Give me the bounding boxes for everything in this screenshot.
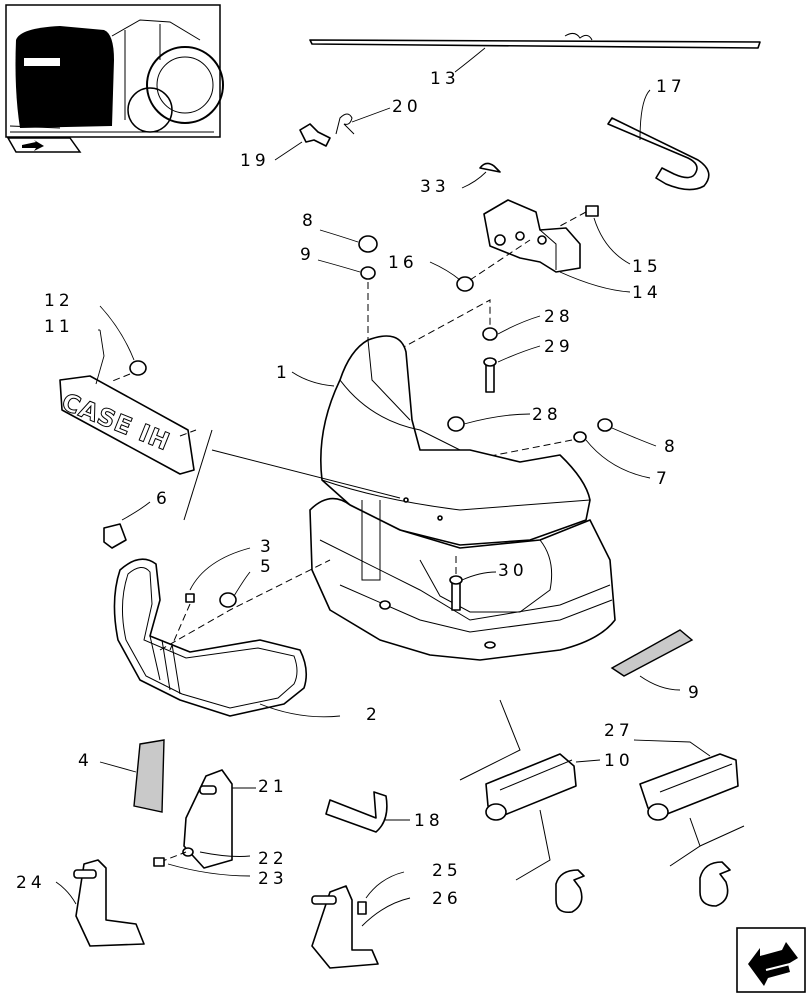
part-1-upper-hood xyxy=(291,335,591,546)
part-17-hook-rod xyxy=(607,89,710,191)
callout-10: 10 xyxy=(604,751,634,771)
part-30-bolt xyxy=(449,556,497,611)
part-10-edge-trim xyxy=(459,699,601,881)
part-21-bracket xyxy=(153,769,256,877)
callout-11: 11 xyxy=(44,317,74,337)
callout-15: 15 xyxy=(632,257,662,277)
callout-18: 18 xyxy=(414,811,444,831)
callout-12: 12 xyxy=(44,291,74,311)
callout-1: 1 xyxy=(276,363,291,383)
callout-25: 25 xyxy=(432,861,462,881)
part-13-seal-strip xyxy=(309,32,761,73)
trim-profile-clips xyxy=(555,861,731,914)
callout-22: 22 xyxy=(258,849,288,869)
part-9-foam-pad xyxy=(610,629,694,691)
tractor-hood-thumbnail-icon[interactable] xyxy=(5,4,224,153)
callout-5: 5 xyxy=(260,557,275,577)
callout-19: 19 xyxy=(240,151,270,171)
callout-20: 20 xyxy=(392,97,422,117)
part-19-bolt xyxy=(274,123,331,161)
callout-6: 6 xyxy=(156,489,171,509)
callout-24: 24 xyxy=(16,873,46,893)
part-14-latch xyxy=(483,199,631,293)
callout-9-upper: 9 xyxy=(300,245,315,265)
parts-7-8-right xyxy=(469,418,657,479)
callout-9-lower: 9 xyxy=(688,683,703,703)
callout-16: 16 xyxy=(388,253,418,273)
part-24-bracket xyxy=(55,859,145,947)
callout-4: 4 xyxy=(78,751,93,771)
callout-8-upper: 8 xyxy=(302,211,317,231)
callout-14: 14 xyxy=(632,283,662,303)
part-33-clip xyxy=(461,162,501,189)
callout-2: 2 xyxy=(366,705,381,725)
callout-7: 7 xyxy=(656,469,671,489)
part-15-screw xyxy=(559,205,631,265)
callout-3: 3 xyxy=(260,537,275,557)
callout-8-right: 8 xyxy=(664,437,679,457)
part-26-bracket xyxy=(311,871,411,969)
parts-28-29 xyxy=(447,315,541,432)
dashed-link xyxy=(379,299,491,361)
part-6-clip xyxy=(103,501,151,549)
next-page-arrow-icon[interactable] xyxy=(736,927,806,993)
callout-21: 21 xyxy=(258,777,288,797)
callout-28-lower: 28 xyxy=(532,405,562,425)
callout-26: 26 xyxy=(432,889,462,909)
callout-29: 29 xyxy=(544,337,574,357)
callout-27: 27 xyxy=(604,721,634,741)
callout-30: 30 xyxy=(498,561,528,581)
callout-23: 23 xyxy=(258,869,288,889)
callout-labels: 13 17 20 19 33 8 9 16 15 14 12 11 28 29 … xyxy=(16,69,703,909)
part-2-grille-frame xyxy=(113,558,341,718)
part-20-r-clip xyxy=(335,107,391,135)
callout-13: 13 xyxy=(430,69,460,89)
part-16-nut xyxy=(429,239,531,292)
part-27-edge-trim xyxy=(633,739,745,867)
parts-3-5 xyxy=(159,547,331,651)
part-4-pad xyxy=(99,739,165,813)
callout-17: 17 xyxy=(656,77,686,97)
callout-28-upper: 28 xyxy=(544,307,574,327)
part-18-u-bolt xyxy=(325,791,410,833)
callout-33: 33 xyxy=(420,177,450,197)
parts-8-9-upper xyxy=(317,229,378,360)
